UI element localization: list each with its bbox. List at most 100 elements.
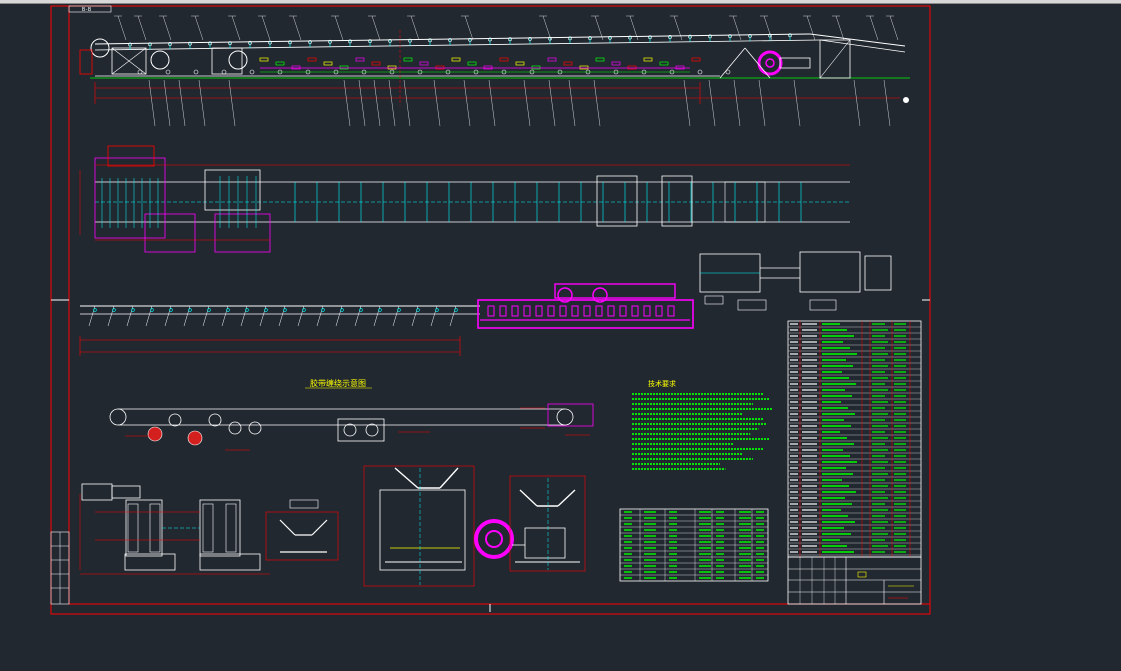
frame-detail [595, 57, 605, 62]
frame-detail [659, 61, 669, 66]
idler-roll [128, 42, 132, 47]
mid-idler [283, 308, 287, 312]
frame-detail [291, 65, 301, 70]
leader-top [261, 15, 271, 41]
frame-detail [483, 65, 493, 70]
title-block [787, 556, 922, 605]
idler-roll [148, 42, 152, 47]
view-label: B-B [82, 7, 91, 13]
frame-detail [547, 57, 557, 62]
leader-bottom [488, 79, 496, 127]
idler-roll [748, 33, 752, 38]
leader-top [629, 15, 639, 41]
leader-top [371, 15, 381, 41]
leader-top [889, 15, 899, 41]
drive-section-detail [499, 305, 507, 317]
leader-bottom [708, 79, 716, 127]
mid-idler [207, 308, 211, 312]
leader-top [763, 15, 773, 41]
leader-bottom [148, 79, 156, 127]
leader-bottom [463, 79, 471, 127]
leader-top [542, 15, 552, 41]
mid-idler [321, 308, 325, 312]
plan-idler-lines [101, 176, 802, 228]
drive-section-detail [547, 305, 555, 317]
drive-section-detail [619, 305, 627, 317]
idler-roll [168, 42, 172, 46]
idler-roll [648, 35, 652, 40]
leader-bottom [853, 79, 861, 127]
return-idler [697, 69, 703, 75]
return-idler [193, 69, 199, 75]
leader-bottom [343, 79, 351, 127]
mid-idler [454, 308, 458, 312]
return-idler [165, 69, 171, 75]
main-elevation-view [79, 30, 910, 106]
tail-plan-detail [699, 251, 892, 311]
idler-roll [668, 35, 672, 39]
idler-roll [448, 38, 452, 42]
leader-top [464, 15, 474, 41]
drive-section-detail [631, 305, 639, 317]
idler-roll [388, 38, 392, 43]
frame-detail [467, 61, 477, 66]
frame-detail [387, 65, 397, 70]
drive-section-detail [571, 305, 579, 317]
frame-detail [691, 57, 701, 62]
troughed-idler-detail-a [265, 499, 339, 561]
leader-top [231, 15, 241, 41]
mid-idler [169, 308, 173, 312]
window-top-bar [0, 0, 1121, 4]
idler-roll [268, 40, 272, 45]
plan-view [79, 145, 850, 253]
general-elevation-magenta-detail [487, 305, 675, 317]
idler-roll [488, 37, 492, 42]
idler-roll [248, 40, 252, 45]
frame-detail [259, 57, 269, 62]
idler-roll [688, 34, 692, 39]
leader-top [292, 15, 302, 41]
leader-bottom [733, 79, 741, 127]
idler-roll [208, 41, 212, 46]
leader-bottom [568, 79, 576, 127]
idler-roll [348, 39, 352, 44]
tech-requirement-notes [632, 393, 773, 470]
frame-detail [531, 65, 541, 70]
frame-detail [307, 57, 317, 62]
drive-section-detail [511, 305, 519, 317]
drive-section-detail [559, 305, 567, 317]
mid-idler [226, 308, 230, 312]
general-elevation-view [79, 283, 694, 356]
drive-section-detail [583, 305, 591, 317]
bill-of-materials [787, 320, 922, 558]
leader-bottom [198, 79, 206, 127]
drive-section-detail [643, 305, 651, 317]
mid-idler [435, 308, 439, 312]
drive-unit-detail [79, 483, 270, 575]
frame-detail [515, 61, 525, 66]
idler-roll [608, 35, 612, 40]
frame-detail [499, 57, 509, 62]
frame-detail [643, 57, 653, 62]
frame-detail [563, 61, 573, 66]
frame-detail [451, 57, 461, 62]
frame-detail [435, 65, 445, 70]
mid-idler [302, 308, 306, 312]
tech-req-title: 技术要求 [648, 379, 676, 388]
north-symbol [903, 97, 909, 103]
idler-roll [568, 36, 572, 41]
leader-top [673, 15, 683, 41]
drive-section-detail [523, 305, 531, 317]
view-label-box [68, 5, 112, 13]
sheet-inner-border [68, 5, 931, 605]
leader-bottom [793, 79, 801, 127]
mid-idler [150, 308, 154, 312]
frame-detail [275, 61, 285, 66]
frame-detail [339, 65, 349, 70]
frame-detail [627, 65, 637, 70]
revision-strip [50, 531, 70, 605]
leader-bottom [163, 79, 171, 127]
idler-roll [788, 33, 792, 38]
frame-detail [611, 61, 621, 66]
